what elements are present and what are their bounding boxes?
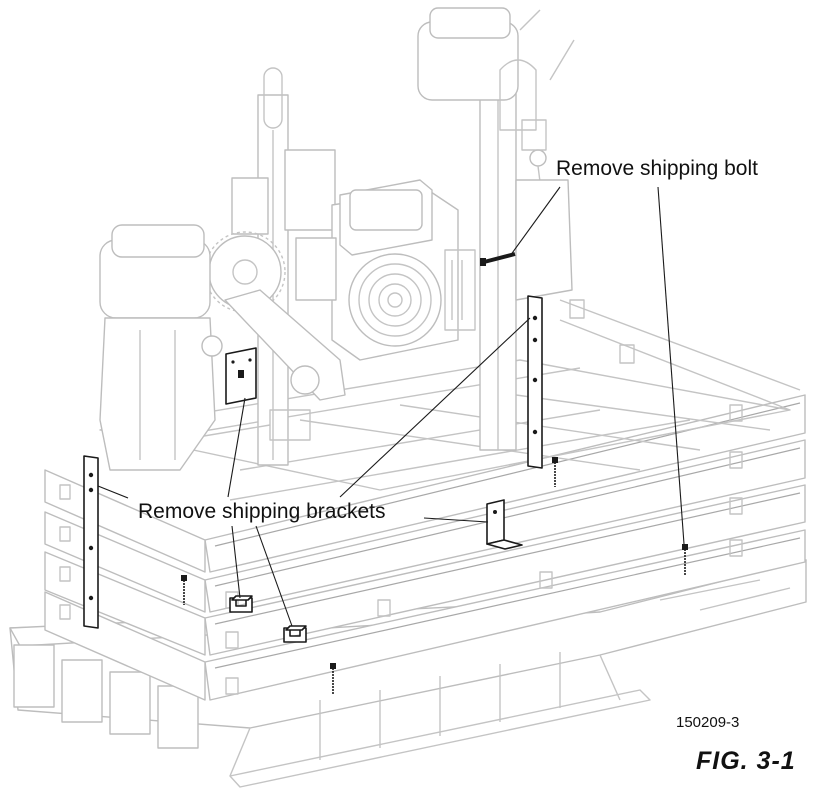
angle-bracket xyxy=(486,499,523,550)
figure-number: FIG. 3-1 xyxy=(696,747,796,775)
lag-screw xyxy=(552,457,558,487)
drawing-code: 150209-3 xyxy=(676,714,740,731)
engine xyxy=(331,179,476,361)
plate-bracket xyxy=(225,347,257,405)
lag-screw xyxy=(181,575,187,605)
right-upright-bracket xyxy=(527,295,543,469)
shipping-bolt-callout: Remove shipping bolt xyxy=(556,157,758,180)
left-upright-bracket xyxy=(83,455,99,629)
front-rails xyxy=(204,394,806,701)
shipping-brackets-callout: Remove shipping brackets xyxy=(138,500,386,523)
left-motor xyxy=(99,224,223,471)
u-clip-bracket xyxy=(283,625,307,643)
lag-screw xyxy=(330,663,336,694)
sprocket-assembly xyxy=(179,231,346,441)
leader-lines xyxy=(97,186,685,627)
u-clip-bracket xyxy=(229,595,253,613)
lag-screw xyxy=(682,544,688,576)
